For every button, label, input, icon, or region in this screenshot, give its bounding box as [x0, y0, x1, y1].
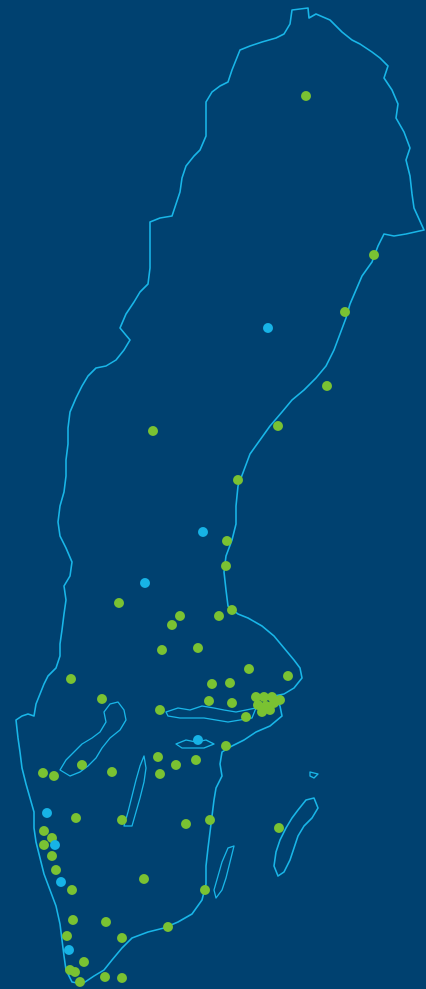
- green-location-marker[interactable]: [222, 536, 232, 546]
- green-location-marker[interactable]: [66, 674, 76, 684]
- green-location-marker[interactable]: [251, 692, 261, 702]
- green-location-marker[interactable]: [79, 957, 89, 967]
- green-location-marker[interactable]: [207, 679, 217, 689]
- lake-vattern-outline: [123, 755, 147, 827]
- location-markers: [38, 91, 379, 987]
- green-location-marker[interactable]: [340, 307, 350, 317]
- green-location-marker[interactable]: [39, 826, 49, 836]
- green-location-marker[interactable]: [171, 760, 181, 770]
- green-location-marker[interactable]: [181, 819, 191, 829]
- blue-location-marker[interactable]: [263, 323, 273, 333]
- green-location-marker[interactable]: [205, 815, 215, 825]
- green-location-marker[interactable]: [77, 760, 87, 770]
- green-location-marker[interactable]: [221, 561, 231, 571]
- green-location-marker[interactable]: [114, 598, 124, 608]
- green-location-marker[interactable]: [227, 698, 237, 708]
- green-location-marker[interactable]: [227, 605, 237, 615]
- gotland-outline: [273, 797, 319, 877]
- green-location-marker[interactable]: [107, 767, 117, 777]
- green-location-marker[interactable]: [193, 643, 203, 653]
- green-location-marker[interactable]: [117, 815, 127, 825]
- green-location-marker[interactable]: [47, 851, 57, 861]
- lake-hjalmaren-outline: [175, 739, 215, 749]
- green-location-marker[interactable]: [49, 771, 59, 781]
- green-location-marker[interactable]: [322, 381, 332, 391]
- green-location-marker[interactable]: [71, 813, 81, 823]
- sweden-outline: [15, 7, 425, 985]
- green-location-marker[interactable]: [221, 741, 231, 751]
- green-location-marker[interactable]: [273, 421, 283, 431]
- green-location-marker[interactable]: [51, 865, 61, 875]
- green-location-marker[interactable]: [139, 874, 149, 884]
- green-location-marker[interactable]: [301, 91, 311, 101]
- green-location-marker[interactable]: [204, 696, 214, 706]
- green-location-marker[interactable]: [68, 915, 78, 925]
- green-location-marker[interactable]: [167, 620, 177, 630]
- green-location-marker[interactable]: [97, 694, 107, 704]
- green-location-marker[interactable]: [75, 977, 85, 987]
- lake-malaren-outline: [165, 705, 257, 723]
- green-location-marker[interactable]: [155, 705, 165, 715]
- blue-location-marker[interactable]: [140, 578, 150, 588]
- green-location-marker[interactable]: [100, 972, 110, 982]
- green-location-marker[interactable]: [244, 664, 254, 674]
- green-location-marker[interactable]: [265, 705, 275, 715]
- green-location-marker[interactable]: [274, 823, 284, 833]
- green-location-marker[interactable]: [191, 755, 201, 765]
- green-location-marker[interactable]: [259, 692, 269, 702]
- green-location-marker[interactable]: [101, 917, 111, 927]
- blue-location-marker[interactable]: [50, 840, 60, 850]
- green-location-marker[interactable]: [157, 645, 167, 655]
- blue-location-marker[interactable]: [193, 735, 203, 745]
- oland-outline: [213, 845, 235, 899]
- green-location-marker[interactable]: [163, 922, 173, 932]
- faro-outline: [309, 771, 319, 779]
- green-location-marker[interactable]: [241, 712, 251, 722]
- green-location-marker[interactable]: [117, 933, 127, 943]
- green-location-marker[interactable]: [175, 611, 185, 621]
- blue-location-marker[interactable]: [56, 877, 66, 887]
- green-location-marker[interactable]: [38, 768, 48, 778]
- blue-location-marker[interactable]: [64, 945, 74, 955]
- green-location-marker[interactable]: [233, 475, 243, 485]
- green-location-marker[interactable]: [214, 611, 224, 621]
- green-location-marker[interactable]: [200, 885, 210, 895]
- green-location-marker[interactable]: [70, 967, 80, 977]
- blue-location-marker[interactable]: [42, 808, 52, 818]
- blue-location-marker[interactable]: [198, 527, 208, 537]
- green-location-marker[interactable]: [155, 769, 165, 779]
- green-location-marker[interactable]: [39, 840, 49, 850]
- green-location-marker[interactable]: [117, 973, 127, 983]
- green-location-marker[interactable]: [225, 678, 235, 688]
- green-location-marker[interactable]: [283, 671, 293, 681]
- green-location-marker[interactable]: [62, 931, 72, 941]
- green-location-marker[interactable]: [67, 885, 77, 895]
- green-location-marker[interactable]: [275, 695, 285, 705]
- green-location-marker[interactable]: [257, 707, 267, 717]
- green-location-marker[interactable]: [153, 752, 163, 762]
- green-location-marker[interactable]: [148, 426, 158, 436]
- green-location-marker[interactable]: [369, 250, 379, 260]
- lake-vanern-outline: [59, 701, 127, 777]
